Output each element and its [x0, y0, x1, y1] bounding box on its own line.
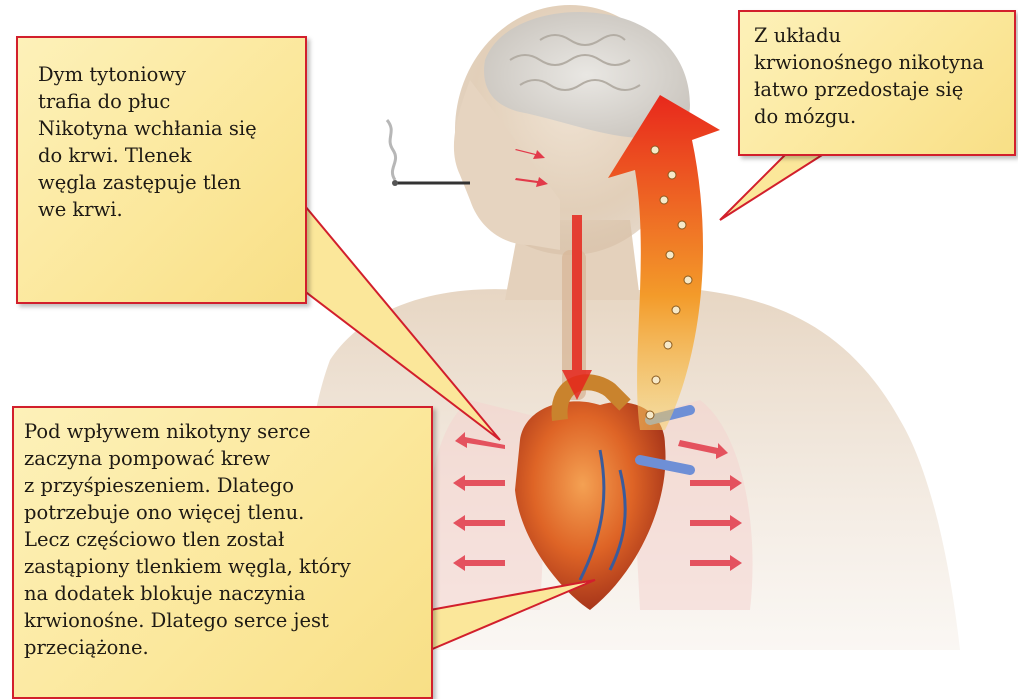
heart-callout-line: potrzebuje ono więcej tlenu.	[24, 499, 425, 526]
heart-callout-line: krwionośne. Dlatego serce jest	[24, 607, 425, 634]
brain-callout: Z układu krwionośnego nikotyna łatwo prz…	[738, 10, 1016, 156]
lungs-callout-line: Nikotyna wchłania się	[38, 115, 295, 142]
brain-callout-pointer	[720, 150, 830, 220]
lungs-callout-line: trafia do płuc	[38, 88, 295, 115]
lungs-callout-line: węgla zastępuje tlen	[38, 169, 295, 196]
lungs-callout-line: we krwi.	[38, 196, 295, 223]
brain-callout-line: łatwo przedostaje się	[754, 76, 1008, 103]
heart-callout-line: na dodatek blokuje naczynia	[24, 580, 425, 607]
lungs-callout: Dym tytoniowy trafia do płuc Nikotyna wc…	[16, 36, 307, 304]
heart-callout: Pod wpływem nikotyny serce zaczyna pompo…	[12, 406, 433, 699]
smoke	[387, 120, 396, 180]
heart-callout-line: z przyśpieszeniem. Dlatego	[24, 472, 425, 499]
brain-callout-line: do mózgu.	[754, 103, 1008, 130]
heart-callout-line: zastąpiony tlenkiem węgla, który	[24, 553, 425, 580]
brain-callout-line: Z układu	[754, 22, 1008, 49]
heart-callout-line: zaczyna pompować krew	[24, 445, 425, 472]
heart-callout-line: Lecz częściowo tlen został	[24, 526, 425, 553]
brain-callout-line: krwionośnego nikotyna	[754, 49, 1008, 76]
heart-callout-line: Pod wpływem nikotyny serce	[24, 418, 425, 445]
cigarette-tip	[392, 180, 398, 186]
heart-callout-line: przeciążone.	[24, 634, 425, 661]
lungs-callout-line: Dym tytoniowy	[38, 61, 295, 88]
lungs-callout-line: do krwi. Tlenek	[38, 142, 295, 169]
